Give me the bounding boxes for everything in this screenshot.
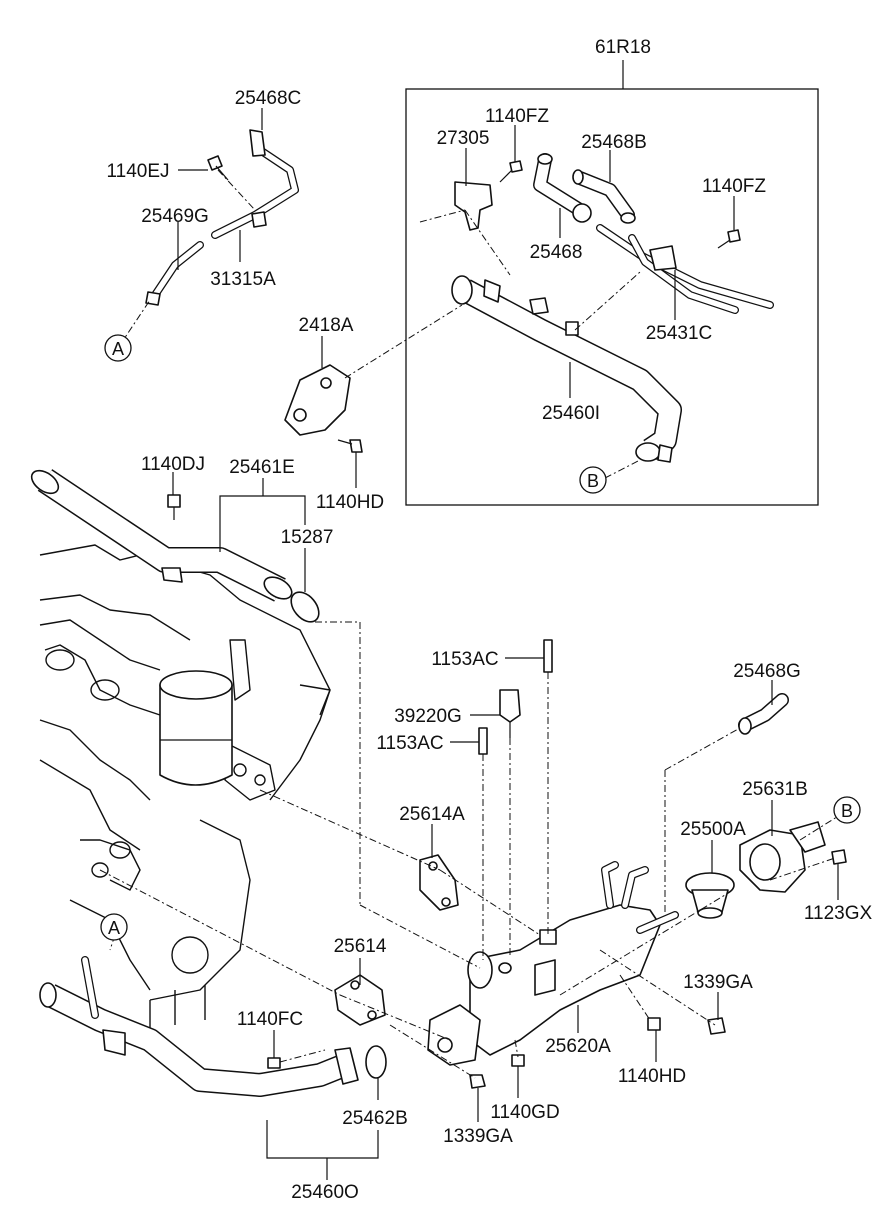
label-1140hd-b: 1140HD — [618, 1066, 686, 1087]
label-1140dj: 1140DJ — [141, 454, 205, 475]
label-1140gd: 1140GD — [490, 1102, 559, 1123]
pipe-25461e — [30, 469, 293, 602]
label-25468b: 25468B — [581, 132, 647, 153]
label-25500a: 25500A — [680, 819, 746, 840]
label-25468: 25468 — [530, 242, 583, 263]
label-39220g: 39220G — [394, 706, 462, 727]
stud-1153ac-b — [478, 727, 488, 755]
label-25461e: 25461E — [229, 457, 295, 478]
label-15287: 15287 — [281, 527, 334, 548]
leader-lines — [172, 108, 839, 1180]
bolt-1140fz-b — [717, 229, 741, 249]
label-1153ac-b: 1153AC — [376, 733, 443, 754]
label-25614a: 25614A — [399, 804, 465, 825]
label-25460i: 25460I — [542, 403, 600, 424]
label-25462b: 25462B — [342, 1108, 408, 1129]
label-25431c: 25431C — [646, 323, 713, 344]
hose-25468 — [533, 153, 592, 223]
bolt-1140hd-a — [337, 439, 363, 453]
sensor-39220g — [499, 689, 521, 738]
label-1153ac-a: 1153AC — [431, 649, 498, 670]
label-1140ej: 1140EJ — [106, 161, 169, 182]
label-27305: 27305 — [437, 128, 490, 149]
label-1140hd-a: 1140HD — [316, 492, 384, 513]
label-1123gx: 1123GX — [804, 903, 873, 924]
pipe-25469g — [145, 241, 204, 306]
bolt-1123gx — [831, 849, 847, 865]
pipe-25460i — [451, 275, 682, 463]
label-1140fc: 1140FC — [237, 1009, 303, 1030]
oring-25462b — [365, 1045, 387, 1079]
gasket-25614a — [419, 854, 459, 911]
svg-text:B: B — [841, 801, 853, 821]
label-1140fz-a: 1140FZ — [485, 106, 549, 127]
bolt-1140ej — [207, 155, 229, 181]
pipe-25460o — [39, 956, 359, 1097]
label-25468c: 25468C — [235, 88, 302, 109]
hose-25468b — [572, 169, 636, 224]
svg-text:A: A — [112, 339, 124, 359]
nut-1339ga-a — [707, 1017, 726, 1035]
marker-a-top: A — [104, 334, 132, 362]
housing-25620a — [427, 861, 679, 1066]
label-1339ga-a: 1339GA — [683, 972, 753, 993]
nut-1339ga-b — [469, 1074, 486, 1089]
bracket-27305 — [454, 181, 493, 231]
marker-b-right: B — [833, 796, 861, 824]
thermostat-25500a — [685, 872, 735, 919]
label-25469g: 25469G — [141, 206, 209, 227]
pipe-31315a — [211, 129, 299, 239]
stud-1153ac-a — [543, 639, 553, 673]
label-2418a: 2418A — [299, 315, 354, 336]
label-25460o: 25460O — [291, 1182, 359, 1203]
hose-25468g — [738, 693, 789, 735]
bolt-1140fc — [267, 1057, 281, 1069]
bolt-1140hd-b — [647, 1017, 661, 1031]
label-25614: 25614 — [334, 936, 387, 957]
oring-15287 — [290, 591, 320, 623]
bolt-1140gd — [511, 1054, 525, 1067]
label-1339ga-b: 1339GA — [443, 1126, 513, 1147]
cover-25631b — [739, 821, 826, 893]
engine-block — [39, 544, 331, 1030]
label-61r18: 61R18 — [595, 37, 651, 58]
pipe-25431c — [596, 224, 774, 314]
label-31315a: 31315A — [210, 269, 276, 290]
bolt-1140fz-a — [499, 160, 523, 183]
marker-b-top: B — [579, 466, 607, 494]
bracket-2418a — [284, 364, 351, 436]
label-25468g: 25468G — [733, 661, 801, 682]
label-25620a: 25620A — [545, 1036, 611, 1057]
label-1140fz-b: 1140FZ — [702, 176, 766, 197]
label-25631b: 25631B — [742, 779, 808, 800]
svg-text:A: A — [108, 918, 120, 938]
bolt-1140dj — [167, 494, 181, 520]
part-labels: 61R18 25468C 1140EJ 25469G 31315A 27305 … — [106, 37, 872, 1203]
marker-a-bottom: A — [100, 913, 128, 941]
assembly-61r18-box — [405, 60, 819, 506]
svg-text:B: B — [587, 471, 599, 491]
